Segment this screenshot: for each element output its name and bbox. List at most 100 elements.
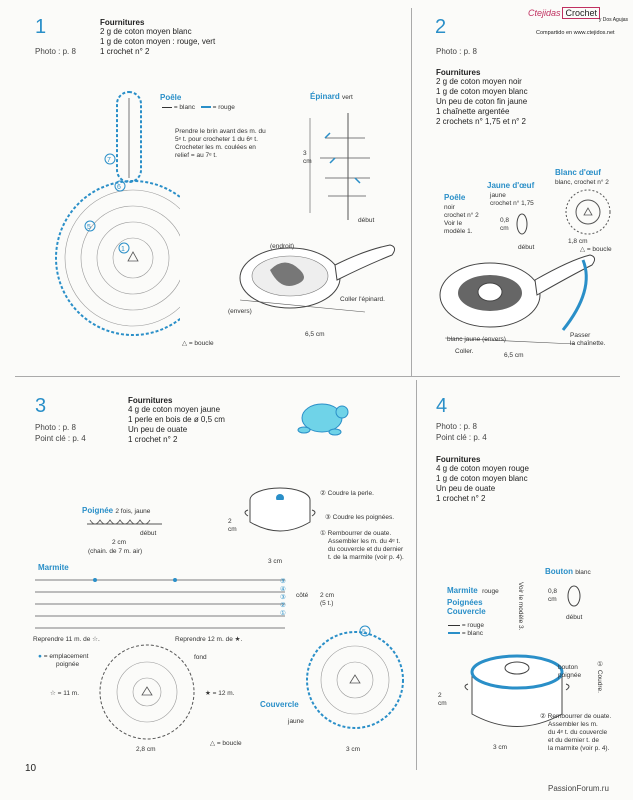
boucle-legend-2: △ = boucle — [580, 246, 612, 253]
voir-modele: Voir le modèle 3. — [517, 582, 524, 631]
couvercle-label: Couvercle — [447, 607, 486, 616]
emplacement-legend: ● = emplacement poignée — [38, 653, 89, 668]
fournitures-title: Fournitures — [436, 68, 481, 77]
section-2-fournitures: Fournitures 2 g de coton moyen noir 1 g … — [436, 68, 528, 127]
legend-rouge: = rouge — [212, 104, 235, 111]
star-12: ★ = 12 m. — [205, 690, 235, 697]
boucle-label: = boucle — [216, 740, 242, 747]
bp-line: bouton — [558, 664, 578, 671]
section-4-fournitures: Fournitures 4 g de coton moyen rouge 1 g… — [436, 455, 529, 504]
poele-2-info: noir crochet n° 2 Voir le modèle 1. — [444, 204, 479, 236]
brand-sub: y Dos Agujas — [598, 17, 628, 23]
boucle-legend-1: △ = boucle — [182, 340, 214, 347]
fournitures-item: 1 g de coton moyen blanc — [436, 474, 528, 483]
dim-3: 3 cm — [493, 744, 508, 751]
debut-label: début — [358, 217, 375, 224]
passer-line: Passer — [570, 332, 591, 339]
dim-line: 2 cm — [320, 592, 335, 599]
epinard-diagram — [309, 113, 370, 220]
fournitures-item: Un peu de ouate — [128, 425, 188, 434]
fournitures-item: 4 g de coton moyen rouge — [436, 464, 529, 473]
photo-ref: Photo : p. 8 — [436, 422, 477, 431]
dim-3-lid: 3 cm — [346, 746, 361, 753]
section-4-parts: Marmite rouge Poignées Couvercle — [447, 580, 499, 616]
fournitures-item: 4 g de coton moyen jaune — [128, 405, 221, 414]
shared-note: Compartido en www.ctejidos.net — [536, 30, 615, 36]
section-3-fournitures: Fournitures 4 g de coton moyen jaune 1 p… — [128, 396, 225, 445]
section-4-number: 4 — [436, 395, 448, 417]
fournitures-title: Fournitures — [128, 396, 173, 405]
jaune-oeuf-title: Jaune d'œuf — [487, 181, 535, 190]
poele-legend: = blanc = rouge — [162, 104, 235, 112]
poignees-label: Poignées — [447, 598, 483, 607]
section-3-photo-block: Photo : p. 8 Point clé : p. 4 — [35, 422, 86, 444]
rembourrer-line: Rembourrer de ouate. — [547, 713, 612, 720]
boucle-label: = boucle — [586, 246, 612, 253]
section-2-photo: Photo : p. 8 — [436, 47, 477, 56]
rembourrer-4: ② Rembourrer de ouate. Assembler les m. … — [540, 713, 612, 752]
section-4-photo-block: Photo : p. 8 Point clé : p. 4 — [436, 421, 487, 443]
fournitures-item: 1 perle en bois de ø 0,5 cm — [128, 415, 225, 424]
section-1-fournitures: Fournitures 2 g de coton moyen blanc 1 g… — [100, 18, 215, 57]
fournitures-item: 2 crochets n° 1,75 et n° 2 — [436, 117, 527, 126]
jaune-info: jaune crochet n° 1,75 — [490, 192, 534, 208]
fournitures-item: Un peu de coton fin jaune — [436, 97, 528, 106]
passer-line: la chaînette. — [570, 340, 606, 347]
boucle-legend-3: △ = boucle — [210, 740, 242, 747]
rouge-label: rouge — [482, 588, 499, 595]
rembourrer-line: du 4ᵉ t. du couvercle — [548, 729, 608, 736]
info-line: crochet n° 2 — [444, 212, 479, 219]
point-ref: Point clé : p. 4 — [35, 434, 86, 443]
couvercle-color: jaune — [288, 718, 304, 725]
section-1-number: 1 — [35, 16, 47, 38]
rembourrer-line: t. de la marmite (voir p. 4). — [328, 554, 404, 561]
point-ref: Point clé : p. 4 — [436, 433, 487, 442]
dim-2: 2 cm — [438, 692, 447, 707]
poignee-info: 2 fois, jaune — [115, 508, 151, 515]
emplacement-line: poignée — [56, 661, 80, 668]
marmite-title: Marmite — [38, 563, 69, 572]
dim-65: 6,5 cm — [305, 331, 325, 338]
poignee-title: Poignée 2 fois, jaune — [82, 506, 150, 516]
blanc-info: blanc, crochet n° 2 — [555, 179, 609, 186]
reprendre-12: Reprendre 12 m. de ★. — [175, 636, 243, 643]
page-number: 10 — [25, 763, 37, 774]
rembourrer-line: Assembler les m. — [548, 721, 598, 728]
label-blanc: blanc — [447, 336, 463, 343]
poignee-diagram — [87, 519, 162, 525]
poele-2-labels: blanc jaune (envers) — [447, 336, 506, 344]
poele-diagram: 7 6 5 1 — [55, 91, 180, 336]
rembourrer-line: la marmite (voir p. 4). — [548, 745, 610, 752]
round-label: 1 — [121, 246, 125, 253]
section-2-number: 2 — [435, 16, 447, 38]
bouton-label: Bouton — [545, 567, 573, 576]
divider-horizontal — [15, 376, 620, 377]
blanc-oeuf-title: Blanc d'œuf — [555, 168, 601, 177]
fournitures-item: 1 crochet n° 2 — [436, 494, 486, 503]
coudre-4: ① Coudre. — [596, 660, 603, 693]
fond-label: fond — [194, 654, 207, 661]
fournitures-item: 1 g de coton moyen : rouge, vert — [100, 37, 216, 46]
fournitures-item: Un peu de ouate — [436, 484, 496, 493]
reprendre-11: Reprendre 11 m. de ☆. — [33, 636, 100, 643]
coudre-perle: ② Coudre la perle. — [320, 490, 374, 497]
coller-label: Coller. — [455, 348, 474, 355]
marmite-chart — [35, 578, 285, 629]
fournitures-title: Fournitures — [436, 455, 481, 464]
dim-08: 0,8 cm — [500, 217, 510, 232]
fournitures-item: 2 g de coton moyen noir — [436, 77, 522, 86]
brand-script: Ctejidas — [528, 8, 561, 18]
coudre-poignees: ③ Coudre les poignées. — [325, 514, 395, 521]
rembourrer-line: et du dernier t. de — [548, 737, 599, 744]
brand-box: Crochet — [562, 7, 600, 19]
fournitures-item: 1 chaînette argentée — [436, 107, 510, 116]
fournitures-item: 1 g de coton moyen blanc — [436, 87, 528, 96]
coudre-label: Coudre. — [596, 669, 603, 693]
coller-label: Coller l'épinard. — [340, 296, 385, 303]
epinard-label: Épinard — [310, 92, 340, 101]
note-line: relief = au 7ᵉ t. — [175, 152, 217, 159]
rembourrer-line: Rembourrer de ouate. — [327, 530, 392, 537]
divider-vertical-top — [411, 8, 412, 376]
epinard-color: vert — [342, 94, 353, 101]
poele-note: Prendre le brin avant des m. du 5ᵉ t. po… — [175, 128, 266, 160]
